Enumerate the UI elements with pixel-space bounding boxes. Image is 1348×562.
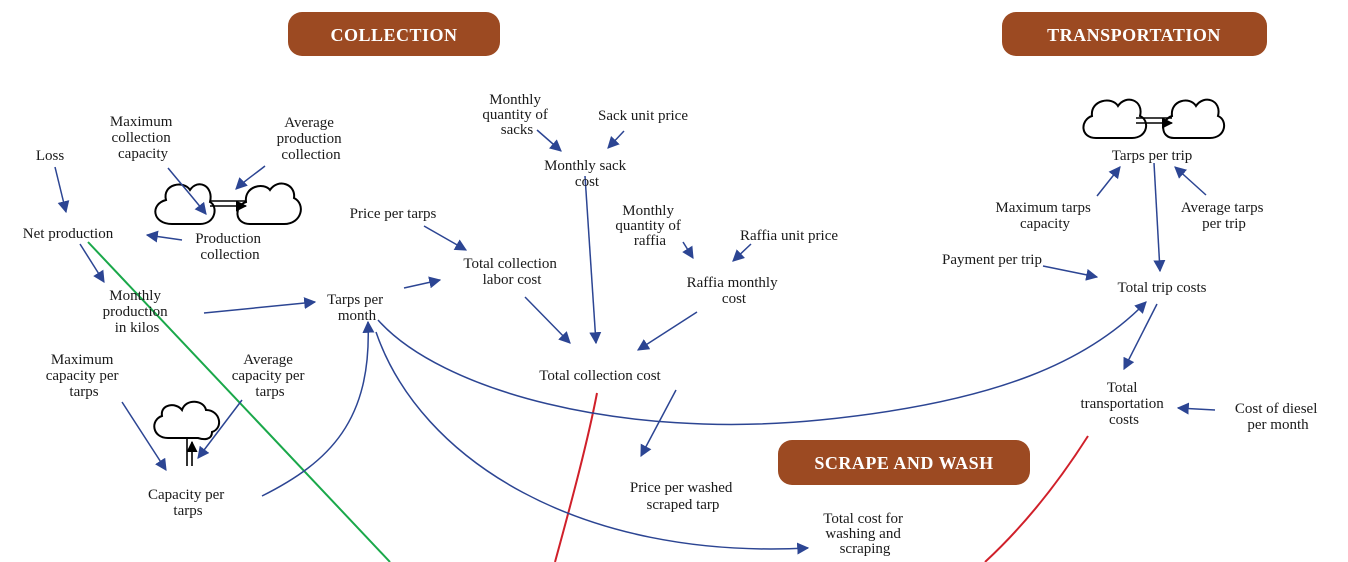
header-collection: COLLECTION [288, 12, 500, 56]
green-loop-line [87, 241, 391, 562]
cloud-icon [236, 182, 302, 225]
node-total-collection-cost: Total collection cost [539, 368, 661, 384]
node-avg-production-collection: Average production collection [277, 115, 346, 163]
header-transportation-label: TRANSPORTATION [1047, 25, 1221, 45]
node-total-trip-costs: Total trip costs [1118, 280, 1207, 296]
node-tarps-per-trip: Tarps per trip [1112, 148, 1193, 164]
capacity-per-tarps-flow [153, 400, 221, 466]
arrows [54, 129, 1216, 555]
node-total-cost-washing-scraping: Total cost for washing and scraping [823, 511, 907, 557]
node-loss: Loss [36, 148, 65, 164]
node-price-per-washed-scraped-tarp: Price per washed scraped tarp [630, 480, 736, 513]
node-price-per-tarps: Price per tarps [350, 206, 437, 222]
node-cost-of-diesel: Cost of diesel per month [1235, 401, 1321, 433]
header-scrape-wash-label: SCRAPE AND WASH [814, 453, 993, 473]
red-loop-line-right [984, 435, 1089, 562]
header-scrape-wash: SCRAPE AND WASH [778, 440, 1030, 485]
node-raffia-unit-price: Raffia unit price [740, 228, 838, 244]
cloud-icon [1082, 98, 1148, 139]
node-max-tarps-capacity: Maximum tarps capacity [995, 200, 1094, 232]
tarps-per-trip-flow [1082, 98, 1226, 139]
node-net-production: Net production [23, 226, 114, 242]
node-payment-per-trip: Payment per trip [942, 252, 1042, 268]
node-tarps-per-month: Tarps per month [327, 292, 387, 324]
header-collection-label: COLLECTION [330, 25, 457, 45]
production-collection-flow [154, 182, 302, 225]
node-monthly-quantity-sacks: Monthly quantity of sacks [482, 92, 551, 138]
node-total-transportation-costs: Total transportation costs [1080, 380, 1167, 428]
node-total-collection-labor-cost: Total collection labor cost [463, 256, 560, 288]
node-max-capacity-per-tarps: Maximum capacity per tarps [46, 352, 123, 400]
node-monthly-quantity-raffia: Monthly quantity of raffia [615, 203, 684, 249]
node-monthly-sack-cost: Monthly sack cost [544, 158, 630, 190]
node-capacity-per-tarps: Capacity per tarps [148, 487, 228, 519]
node-max-collection-capacity: Maximum collection capacity [110, 114, 176, 162]
red-loop-line-left [554, 392, 598, 562]
cloud-icon [154, 183, 216, 225]
node-monthly-production-kilos: Monthly production in kilos [103, 288, 172, 336]
node-production-collection: Production collection [195, 231, 265, 263]
node-sack-unit-price: Sack unit price [598, 108, 688, 124]
cloud-icon [1162, 98, 1226, 139]
cloud-icon [153, 400, 221, 441]
header-transportation: TRANSPORTATION [1002, 12, 1267, 56]
node-avg-tarps-per-trip: Average tarps per trip [1181, 200, 1267, 232]
node-avg-capacity-per-tarps: Average capacity per tarps [232, 352, 309, 400]
node-raffia-monthly-cost: Raffia monthly cost [687, 275, 782, 307]
